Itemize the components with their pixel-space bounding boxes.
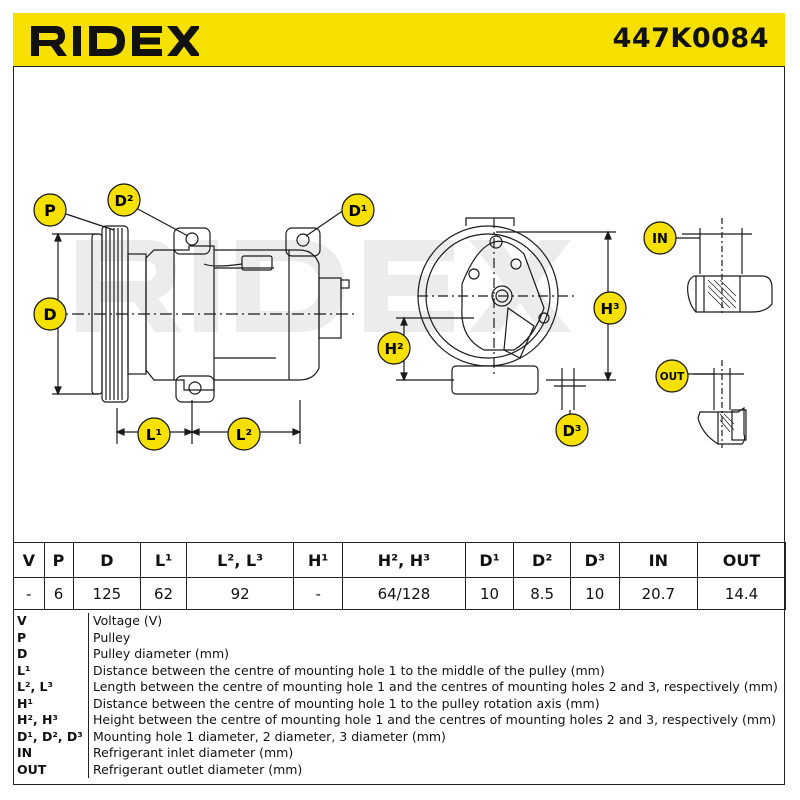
spec-value-cell: 125 — [72, 577, 142, 610]
spec-header-cell: D² — [513, 542, 572, 578]
spec-header-cell: D — [72, 542, 142, 578]
spec-header-cell: IN — [618, 542, 699, 578]
label-d3: D³ — [562, 422, 581, 440]
badge-l2: L² — [227, 417, 261, 451]
spec-header-cell: OUT — [697, 542, 786, 578]
legend-description: Distance between the centre of mounting … — [93, 662, 605, 678]
label-d2: D² — [114, 192, 133, 210]
badge-in: IN — [643, 221, 677, 255]
label-l2: L² — [236, 426, 252, 444]
spec-value-cell: 64/128 — [342, 577, 466, 610]
badge-d1: D¹ — [341, 193, 375, 227]
label-out: OUT — [660, 371, 685, 383]
legend-code: D — [13, 646, 89, 663]
spec-value-cell: 6 — [43, 577, 74, 610]
legend-code: P — [13, 629, 89, 646]
badge-out: OUT — [655, 359, 689, 393]
spec-value-cell: - — [293, 577, 344, 610]
legend-description: Mounting hole 1 diameter, 2 diameter, 3 … — [93, 728, 446, 744]
badge-h3: H³ — [593, 291, 627, 325]
legend-description: Pulley diameter (mm) — [93, 646, 229, 661]
legend-row: H², H³ Height between the centre of mount… — [13, 712, 786, 729]
legend-description: Length between the centre of mounting ho… — [93, 679, 778, 694]
legend-code: L¹ — [13, 662, 89, 679]
label-h2: H² — [384, 340, 403, 358]
label-l1: L¹ — [146, 426, 162, 444]
spec-value-cell: 62 — [140, 577, 187, 610]
part-number: 447K0084 — [612, 23, 769, 54]
legend-description: Refrigerant outlet diameter (mm) — [93, 761, 303, 777]
spec-value-cell: 20.7 — [618, 577, 699, 610]
technical-drawing: P D² D¹ D L¹ L² — [33, 183, 773, 451]
badge-d3: D³ — [555, 413, 589, 447]
spec-header-cell: H², H³ — [342, 542, 466, 578]
spec-header-cell: P — [43, 542, 74, 578]
spec-header-cell: L², L³ — [185, 542, 295, 578]
header-bar: 447K0084 — [13, 13, 785, 67]
legend-row: IN Refrigerant inlet diameter (mm) — [13, 745, 786, 762]
spec-value-cell: 8.5 — [513, 577, 572, 610]
legend-row: V Voltage (V) — [13, 613, 786, 630]
legend-code: H², H³ — [13, 712, 89, 729]
legend-description: Distance between the centre of mounting … — [93, 695, 600, 711]
spec-header-cell: L¹ — [140, 542, 187, 578]
spec-value-cell: 92 — [185, 577, 295, 610]
label-d1: D¹ — [348, 202, 367, 220]
callout-badges: P D² D¹ D L¹ L² — [33, 183, 689, 451]
legend-code: V — [13, 613, 89, 630]
ridex-logo — [31, 26, 199, 56]
legend-code: L², L³ — [13, 679, 89, 696]
legend-description: Voltage (V) — [93, 613, 163, 628]
label-in: IN — [652, 232, 668, 247]
spec-header-cell: H¹ — [293, 542, 344, 578]
legend-code: OUT — [13, 761, 89, 778]
outlet-fitting-view — [674, 360, 747, 448]
badge-d: D — [33, 297, 67, 331]
badge-h2: H² — [377, 331, 411, 365]
spec-value-cell: 14.4 — [697, 577, 786, 610]
legend-code: H¹ — [13, 695, 89, 712]
legend-code: D¹, D², D³ — [13, 728, 89, 745]
inlet-fitting-view — [682, 218, 773, 314]
legend-description: Height between the centre of mounting ho… — [93, 712, 777, 727]
label-d: D — [43, 305, 56, 324]
spec-value-cell: 10 — [464, 577, 515, 610]
badge-d2: D² — [107, 183, 141, 217]
badge-l1: L¹ — [137, 417, 171, 451]
spec-value-cell: 10 — [570, 577, 620, 610]
spec-header-cell: D³ — [570, 542, 620, 578]
legend-description: Pulley — [93, 629, 131, 645]
compressor-front-view — [396, 217, 616, 418]
legend-row: D Pulley diameter (mm) — [13, 646, 786, 663]
label-h3: H³ — [600, 300, 619, 318]
legend-description: Refrigerant inlet diameter (mm) — [93, 745, 294, 760]
spec-header-cell: V — [13, 542, 45, 578]
legend-row: L², L³ Length between the centre of mount… — [13, 679, 786, 696]
spec-header-cell: D¹ — [464, 542, 515, 578]
label-p: P — [44, 201, 56, 220]
legend-code: IN — [13, 745, 89, 762]
spec-value-cell: - — [13, 577, 45, 610]
badge-p: P — [33, 193, 67, 227]
